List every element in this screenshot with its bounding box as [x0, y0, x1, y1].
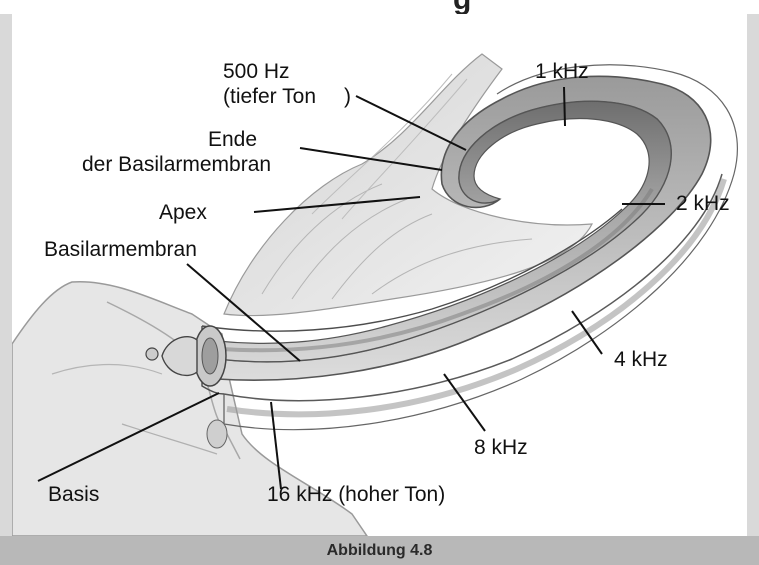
- label-apex: Apex: [159, 201, 207, 224]
- cochlea-diagram: 500 Hz (tiefer Ton ) Ende der Basilarmem…: [12, 14, 747, 536]
- label-ende-line1: Ende: [208, 128, 257, 151]
- label-basilarmembran: Basilarmembran: [44, 238, 197, 261]
- figure-caption: Abbildung 4.8: [0, 542, 759, 560]
- label-4khz: 4 kHz: [614, 348, 668, 371]
- label-basis: Basis: [48, 483, 99, 506]
- diagram-panel: 500 Hz (tiefer Ton ) Ende der Basilarmem…: [12, 14, 747, 536]
- label-8khz: 8 kHz: [474, 436, 528, 459]
- label-500hz-line1: 500 Hz: [223, 60, 290, 83]
- label-16khz: 16 kHz (hoher Ton): [267, 483, 445, 506]
- label-ende-line2: der Basilarmembran: [82, 153, 271, 176]
- label-1khz: 1 kHz: [535, 60, 589, 83]
- label-500hz-paren: ): [344, 85, 351, 108]
- label-2khz: 2 kHz: [676, 192, 730, 215]
- label-500hz-line2: (tiefer Ton: [223, 85, 316, 108]
- header-fragment: g: [0, 0, 759, 14]
- caption-bar: Abbildung 4.8: [0, 536, 759, 565]
